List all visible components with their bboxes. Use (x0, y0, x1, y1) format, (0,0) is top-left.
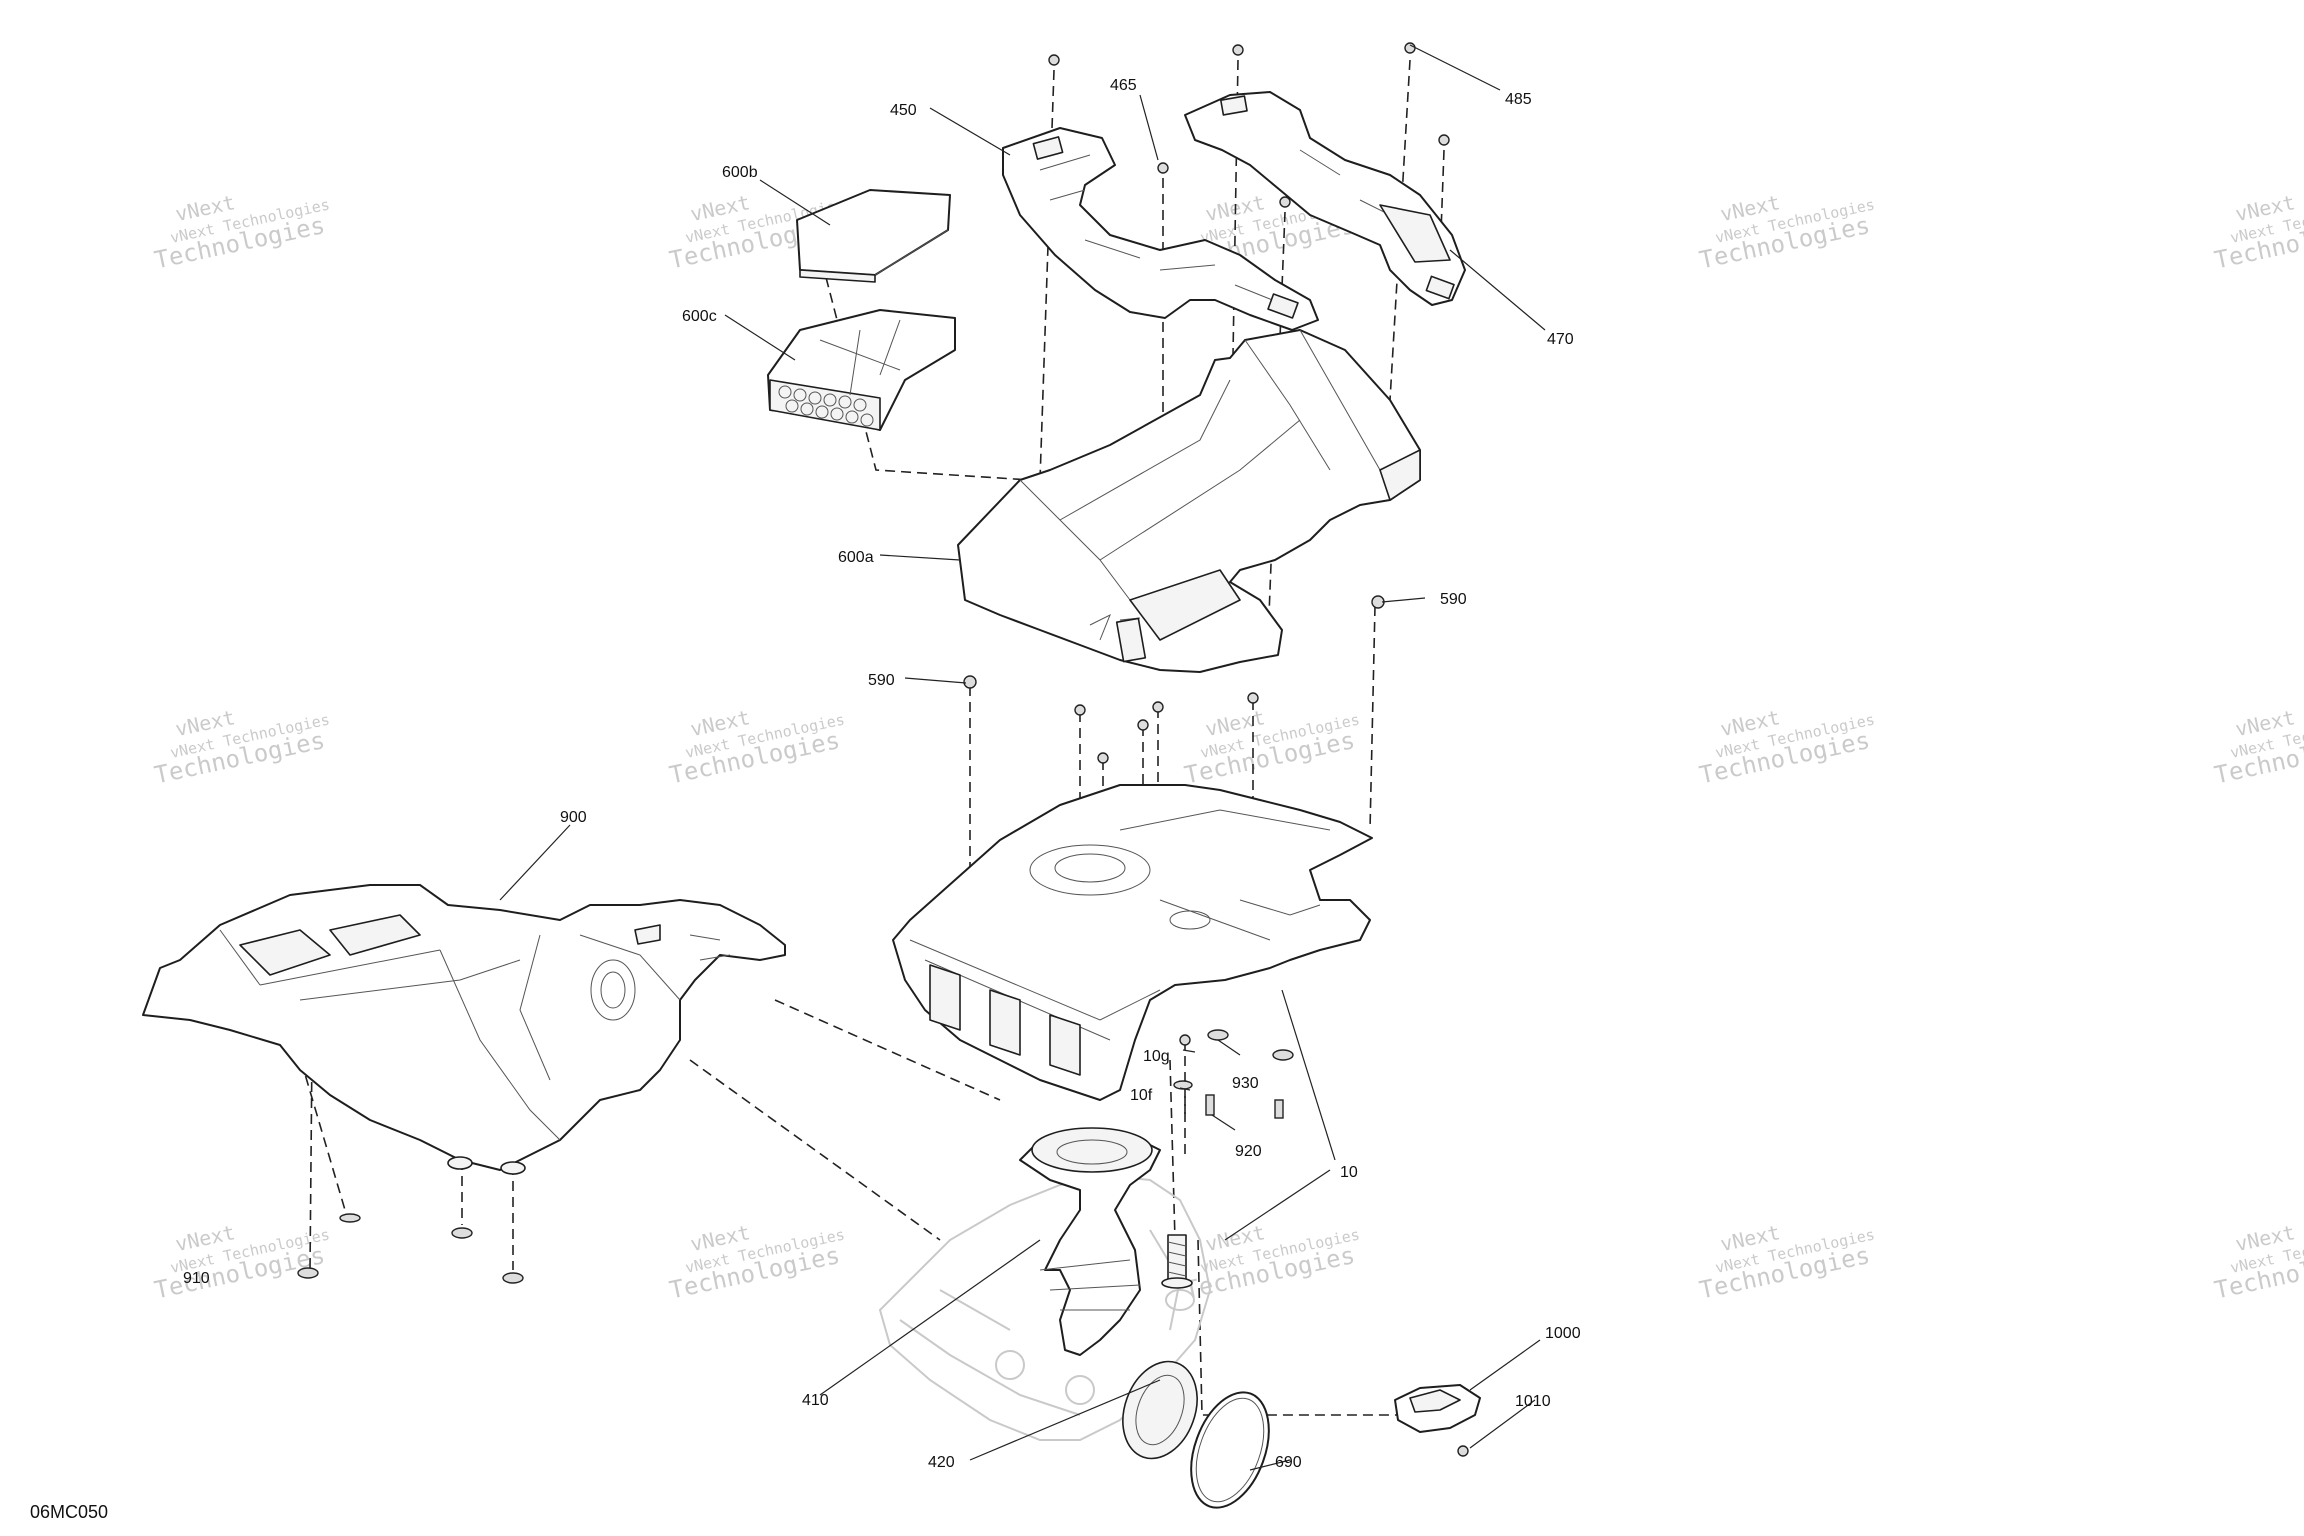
dash-line (689, 1059, 941, 1241)
label-485: 485 (1505, 91, 1532, 108)
part-470-rack-right (1184, 91, 1466, 306)
label-600b: 600b (722, 164, 758, 181)
label-470: 470 (1547, 331, 1574, 348)
label-10: 10 (1340, 1164, 1358, 1181)
part-1010-screw (1457, 1445, 1469, 1457)
part-690-clamp (1190, 1391, 1270, 1509)
label-600c: 600c (682, 308, 717, 325)
label-690: 690 (1275, 1454, 1302, 1471)
label-1010: 1010 (1515, 1393, 1551, 1410)
leader-lines (499, 44, 1546, 1471)
dash-line (1439, 149, 1445, 261)
dash-line (309, 1049, 313, 1271)
watermark: vNext vNext Technologies Technologies (667, 705, 846, 789)
part-420-intake-duct (1019, 1127, 1198, 1460)
label-410: 410 (802, 1392, 829, 1409)
callout-labels: 450 465 485 470 600b 600c 600a 590 590 9… (183, 77, 1581, 1471)
watermark: vNext vNext Technologies Technologies (667, 1220, 846, 1304)
label-920: 920 (1235, 1143, 1262, 1160)
diagram-code: 06MC050 (30, 1502, 108, 1522)
watermark: vNext vNext Technologies Technologies (152, 705, 331, 789)
watermark: vNext vNext Technologies Technologies (1697, 705, 1876, 789)
label-10f: 10f (1130, 1087, 1153, 1104)
watermark: vNext vNext Technologies Technologies (2212, 190, 2304, 274)
watermark: vNext vNext Technologies Technologies (1697, 1220, 1876, 1304)
dash-line (1389, 59, 1411, 401)
spring-fastener (1161, 1234, 1193, 1289)
label-900: 900 (560, 809, 587, 826)
dash-line (1197, 1239, 1400, 1416)
label-590-left: 590 (868, 672, 895, 689)
fasteners (297, 42, 1450, 1284)
dash-line (774, 999, 1001, 1101)
watermark: vNext vNext Technologies Technologies (1697, 190, 1876, 274)
label-1000: 1000 (1545, 1325, 1581, 1342)
label-600a: 600a (838, 549, 874, 566)
label-590-right: 590 (1440, 591, 1467, 608)
watermark: vNext vNext Technologies Technologies (2212, 705, 2304, 789)
watermark: vNext vNext Technologies Technologies (152, 1220, 331, 1304)
part-600b-cover (796, 189, 951, 283)
label-930: 930 (1232, 1075, 1259, 1092)
watermark: vNext vNext Technologies Technologies (152, 190, 331, 274)
part-600c-grille (767, 309, 956, 431)
label-420: 420 (928, 1454, 955, 1471)
label-910: 910 (183, 1270, 210, 1287)
label-10g: 10g (1143, 1048, 1170, 1065)
part-10-lower-console (892, 784, 1373, 1101)
label-450: 450 (890, 102, 917, 119)
label-465: 465 (1110, 77, 1137, 94)
dash-line (1369, 605, 1376, 831)
part-1000-cap (1394, 1384, 1481, 1457)
dash-line (1169, 1059, 1176, 1241)
part-900-skid-plate (142, 884, 786, 1175)
part-600a-upper-tray (957, 329, 1421, 673)
watermark: vNext vNext Technologies Technologies (2212, 1220, 2304, 1304)
watermark: vNext vNext Technologies Technologies (1182, 705, 1361, 789)
part-450-rack-left (1002, 127, 1319, 331)
